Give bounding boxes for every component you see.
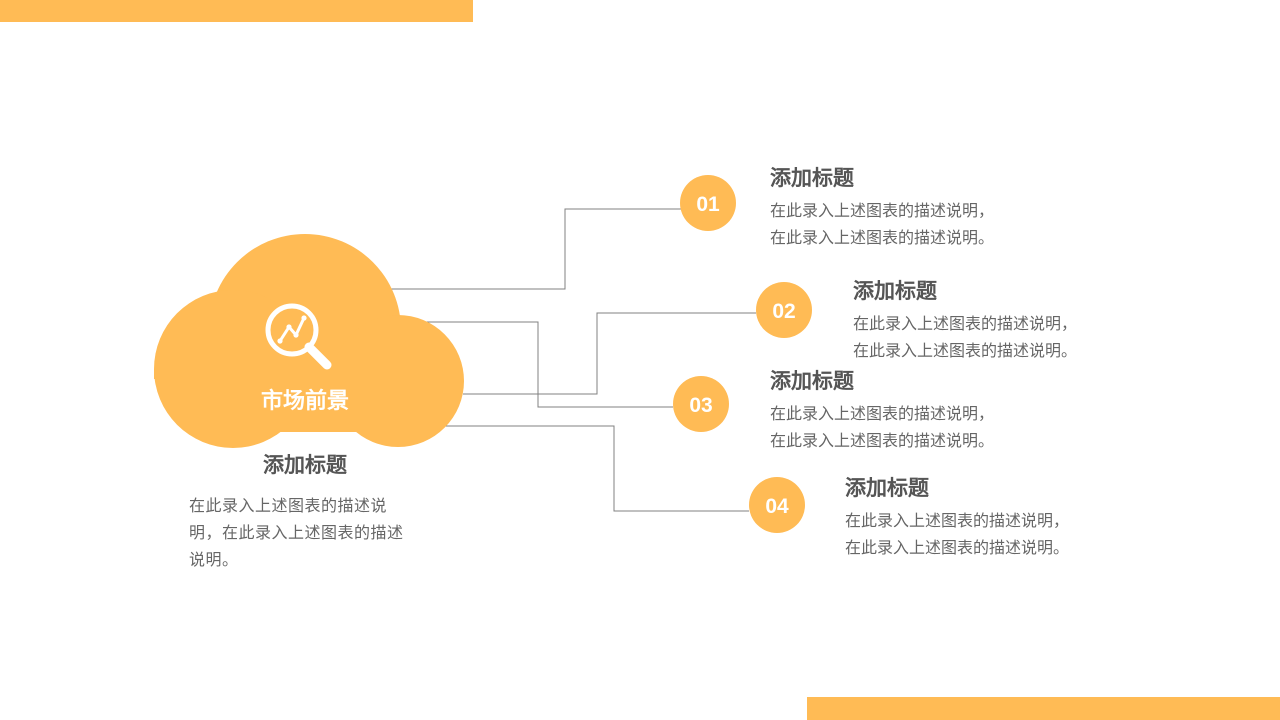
number-03: 03 [689,394,712,417]
number-04: 04 [765,495,789,518]
number-badge-03: 03 [673,376,729,432]
item-04-desc-line2: 在此录入上述图表的描述说明。 [845,538,1070,557]
item-03-description: 在此录入上述图表的描述说明， 在此录入上述图表的描述说明。 [770,400,994,454]
number-badge-01: 01 [680,175,736,231]
number-badge-02: 02 [756,282,812,338]
item-01-desc-line2: 在此录入上述图表的描述说明。 [770,228,995,247]
magnifier-chart-icon [265,303,332,370]
bottom-accent-bar [807,697,1280,720]
item-03-desc-line1: 在此录入上述图表的描述说明， [770,404,995,423]
item-04-description: 在此录入上述图表的描述说明， 在此录入上述图表的描述说明。 [845,507,1069,561]
item-02-desc-line1: 在此录入上述图表的描述说明， [853,314,1078,333]
item-01-title: 添加标题 [770,166,854,190]
item-02-description: 在此录入上述图表的描述说明， 在此录入上述图表的描述说明。 [853,310,1077,364]
number-02: 02 [772,300,795,323]
item-01-desc-line1: 在此录入上述图表的描述说明， [770,201,995,220]
connector-04 [440,425,749,512]
item-02-title: 添加标题 [853,279,937,303]
connector-02 [463,312,756,395]
item-01-description: 在此录入上述图表的描述说明， 在此录入上述图表的描述说明。 [770,197,994,251]
connector-01 [390,208,681,290]
connector-03 [400,321,673,408]
main-description: 在此录入上述图表的描述说明，在此录入上述图表的描述说明。 [189,496,404,569]
number-badge-04: 04 [749,477,805,533]
item-03-title: 添加标题 [770,369,854,393]
item-04-title: 添加标题 [845,476,929,500]
cloud-shape [154,234,464,448]
main-title: 添加标题 [263,453,347,477]
top-accent-bar [0,0,473,22]
item-02-desc-line2: 在此录入上述图表的描述说明。 [853,341,1078,360]
number-01: 01 [696,193,720,216]
cloud-label: 市场前景 [260,389,349,414]
connectors [390,208,756,512]
item-04-desc-line1: 在此录入上述图表的描述说明， [845,511,1070,530]
item-03-desc-line2: 在此录入上述图表的描述说明。 [770,431,995,450]
